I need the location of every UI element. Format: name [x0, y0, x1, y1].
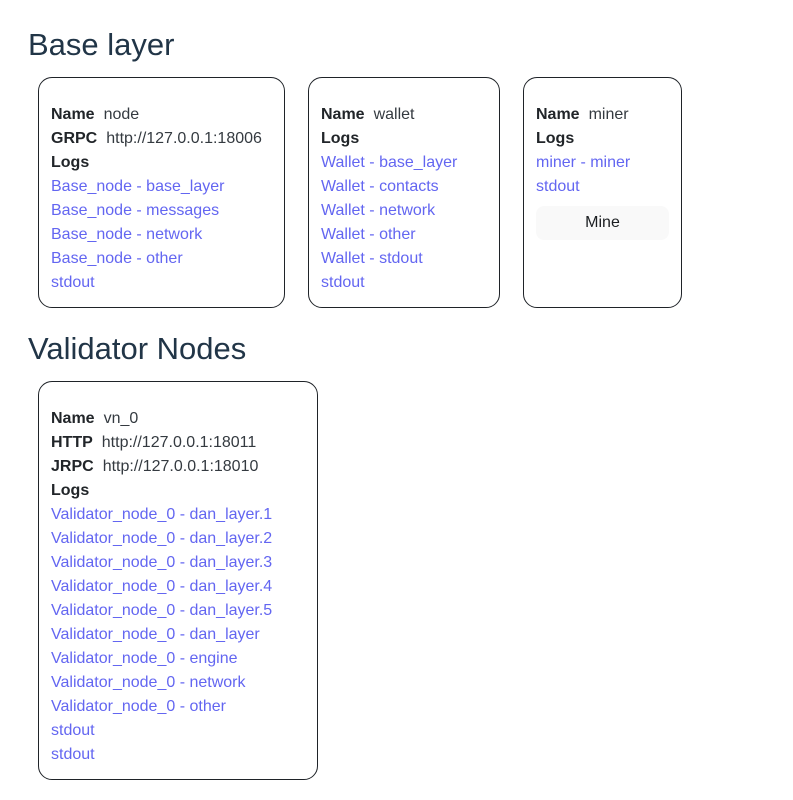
log-link[interactable]: Validator_node_0 - dan_layer.2 — [51, 530, 273, 548]
log-link[interactable]: Base_node - other — [51, 250, 183, 268]
log-link[interactable]: Wallet - other — [321, 226, 416, 244]
log-link[interactable]: miner - miner — [536, 154, 631, 172]
logs-label: Logs — [51, 482, 90, 500]
field-label: Name — [536, 106, 580, 124]
field-label: GRPC — [51, 130, 98, 148]
log-link[interactable]: Base_node - messages — [51, 202, 220, 220]
log-link[interactable]: Wallet - network — [321, 202, 436, 220]
log-link[interactable]: stdout — [51, 722, 95, 740]
log-link[interactable]: Validator_node_0 - dan_layer.4 — [51, 578, 273, 596]
log-link[interactable]: stdout — [51, 746, 95, 764]
logs-row: Logs — [51, 479, 305, 503]
log-link[interactable]: stdout — [536, 178, 580, 196]
log-link[interactable]: Validator_node_0 - dan_layer — [51, 626, 260, 644]
log-link[interactable]: Base_node - network — [51, 226, 203, 244]
log-link[interactable]: Validator_node_0 - dan_layer.3 — [51, 554, 273, 572]
log-link[interactable]: Validator_node_0 - engine — [51, 650, 238, 668]
field-label: Name — [51, 410, 95, 428]
field-row-name: Name miner — [536, 103, 669, 127]
field-label: Name — [51, 106, 95, 124]
field-row-jrpc: JRPC http://127.0.0.1:18010 — [51, 455, 305, 479]
logs-label: Logs — [51, 154, 90, 172]
field-label: HTTP — [51, 434, 93, 452]
field-value: vn_0 — [103, 410, 139, 428]
log-link[interactable]: Validator_node_0 - other — [51, 698, 226, 716]
logs-label: Logs — [536, 130, 575, 148]
field-value-link[interactable]: http://127.0.0.1:18011 — [101, 434, 257, 452]
log-link[interactable]: Validator_node_0 - dan_layer.1 — [51, 506, 273, 524]
field-value: http://127.0.0.1:18006 — [106, 130, 262, 148]
log-link[interactable]: stdout — [51, 274, 95, 292]
field-row-name: Name vn_0 — [51, 407, 305, 431]
log-link[interactable]: stdout — [321, 274, 365, 292]
field-value: miner — [588, 106, 629, 124]
field-label: JRPC — [51, 458, 94, 476]
mine-button[interactable]: Mine — [536, 206, 669, 241]
field-row-name: Name node — [51, 103, 272, 127]
logs-label: Logs — [321, 130, 360, 148]
field-row-name: Name wallet — [321, 103, 487, 127]
section-title-base-layer: Base layer — [28, 27, 175, 62]
log-link[interactable]: Validator_node_0 - network — [51, 674, 246, 692]
field-row-http: HTTP http://127.0.0.1:18011 — [51, 431, 305, 455]
log-link[interactable]: Base_node - base_layer — [51, 178, 225, 196]
log-link[interactable]: Wallet - contacts — [321, 178, 439, 196]
log-link[interactable]: Wallet - base_layer — [321, 154, 458, 172]
field-value: http://127.0.0.1:18010 — [102, 458, 259, 476]
field-row-grpc: GRPC http://127.0.0.1:18006 — [51, 127, 272, 151]
field-value: node — [103, 106, 140, 124]
section-title-validator-nodes: Validator Nodes — [28, 331, 247, 367]
logs-row: Logs — [536, 127, 669, 151]
log-link[interactable]: Wallet - stdout — [321, 250, 423, 268]
logs-row: Logs — [321, 127, 487, 151]
field-label: Name — [321, 106, 365, 124]
log-link[interactable]: Validator_node_0 - dan_layer.5 — [51, 602, 273, 620]
logs-row: Logs — [51, 151, 272, 175]
field-value: wallet — [373, 106, 415, 124]
